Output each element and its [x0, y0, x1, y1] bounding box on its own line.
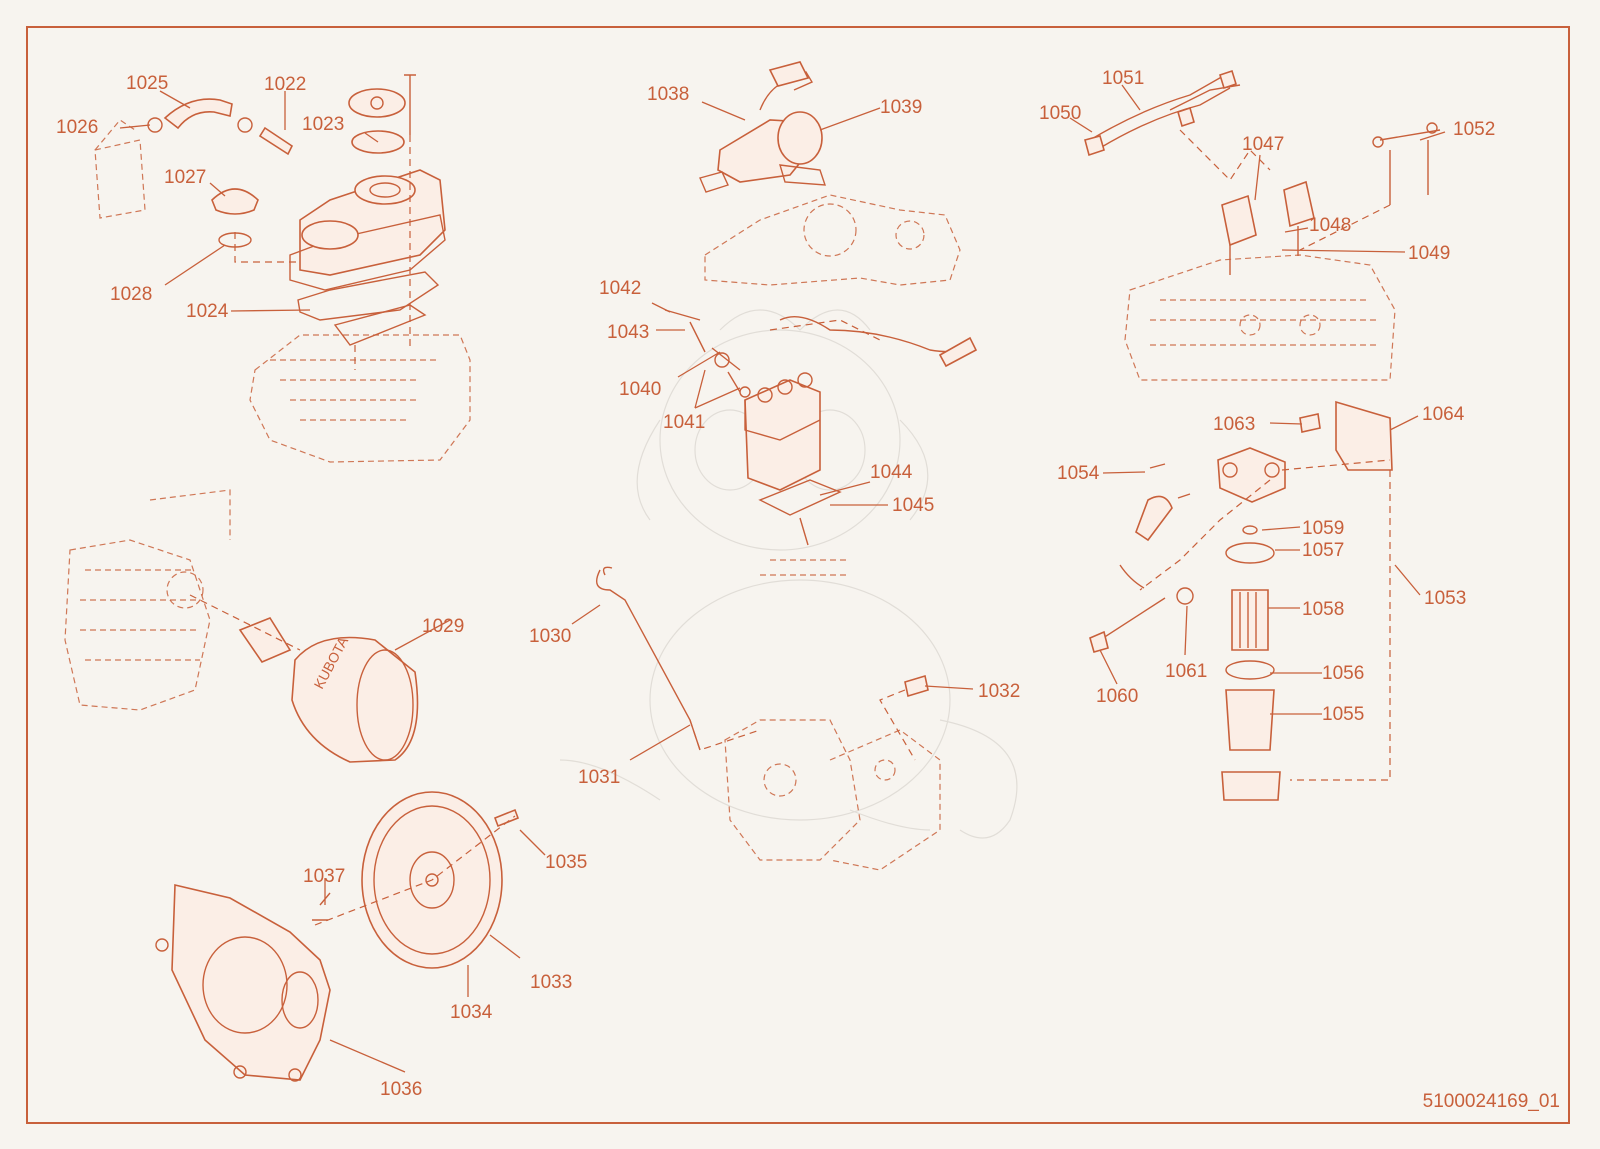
callout-1029: 1029	[422, 616, 464, 637]
callout-1025: 1025	[126, 73, 168, 94]
callout-1061: 1061	[1165, 661, 1207, 682]
callout-1039: 1039	[880, 97, 922, 118]
callout-1022: 1022	[264, 74, 306, 95]
callout-1053: 1053	[1424, 588, 1466, 609]
callout-1056: 1056	[1322, 663, 1364, 684]
callout-1027: 1027	[164, 167, 206, 188]
callout-1044: 1044	[870, 462, 913, 483]
callout-1031: 1031	[578, 767, 620, 788]
callout-1023: 1023	[302, 114, 344, 135]
callout-1050: 1050	[1039, 103, 1081, 124]
callout-1047: 1047	[1242, 134, 1284, 155]
stop-solenoid-group	[699, 61, 961, 286]
injector-group	[1084, 69, 1441, 381]
injection-pump-group	[664, 309, 978, 576]
callout-1064: 1064	[1422, 404, 1465, 425]
callout-1035: 1035	[545, 852, 587, 873]
callout-1052: 1052	[1453, 119, 1495, 140]
callout-1030: 1030	[529, 626, 571, 647]
callout-1040: 1040	[619, 379, 661, 400]
callout-1059: 1059	[1302, 518, 1344, 539]
fuel-filter-group	[1089, 400, 1393, 801]
callout-1051: 1051	[1102, 68, 1144, 89]
mascot-watermark	[559, 309, 1018, 839]
callout-1054: 1054	[1057, 463, 1100, 484]
callout-1048: 1048	[1309, 215, 1351, 236]
callout-1026: 1026	[56, 117, 98, 138]
callout-1037: 1037	[303, 866, 345, 887]
callout-1036: 1036	[380, 1079, 422, 1100]
leader-lines	[119, 84, 1446, 1073]
callout-1024: 1024	[186, 301, 229, 322]
callout-1057: 1057	[1302, 540, 1344, 561]
callout-labels: 1022 1023 1024 1025 1026 1027 1028 1029 …	[56, 68, 1495, 1100]
callout-1055: 1055	[1322, 704, 1364, 725]
callout-1060: 1060	[1096, 686, 1138, 707]
callout-1032: 1032	[978, 681, 1020, 702]
callout-1049: 1049	[1408, 243, 1450, 264]
flywheel-group	[155, 791, 520, 1082]
callout-1034: 1034	[450, 1002, 493, 1023]
callout-1043: 1043	[607, 322, 649, 343]
callout-1063: 1063	[1213, 414, 1255, 435]
callout-1058: 1058	[1302, 599, 1344, 620]
oil-filter-group: KUBOTA	[64, 489, 419, 763]
callout-1041: 1041	[663, 412, 705, 433]
callout-1045: 1045	[892, 495, 934, 516]
callout-1042: 1042	[599, 278, 641, 299]
callout-1028: 1028	[110, 284, 152, 305]
callout-1038: 1038	[647, 84, 689, 105]
callout-1033: 1033	[530, 972, 572, 993]
document-number: 5100024169_01	[1422, 1091, 1560, 1112]
valve-cover-group	[94, 74, 471, 463]
dipstick-group	[596, 566, 941, 871]
